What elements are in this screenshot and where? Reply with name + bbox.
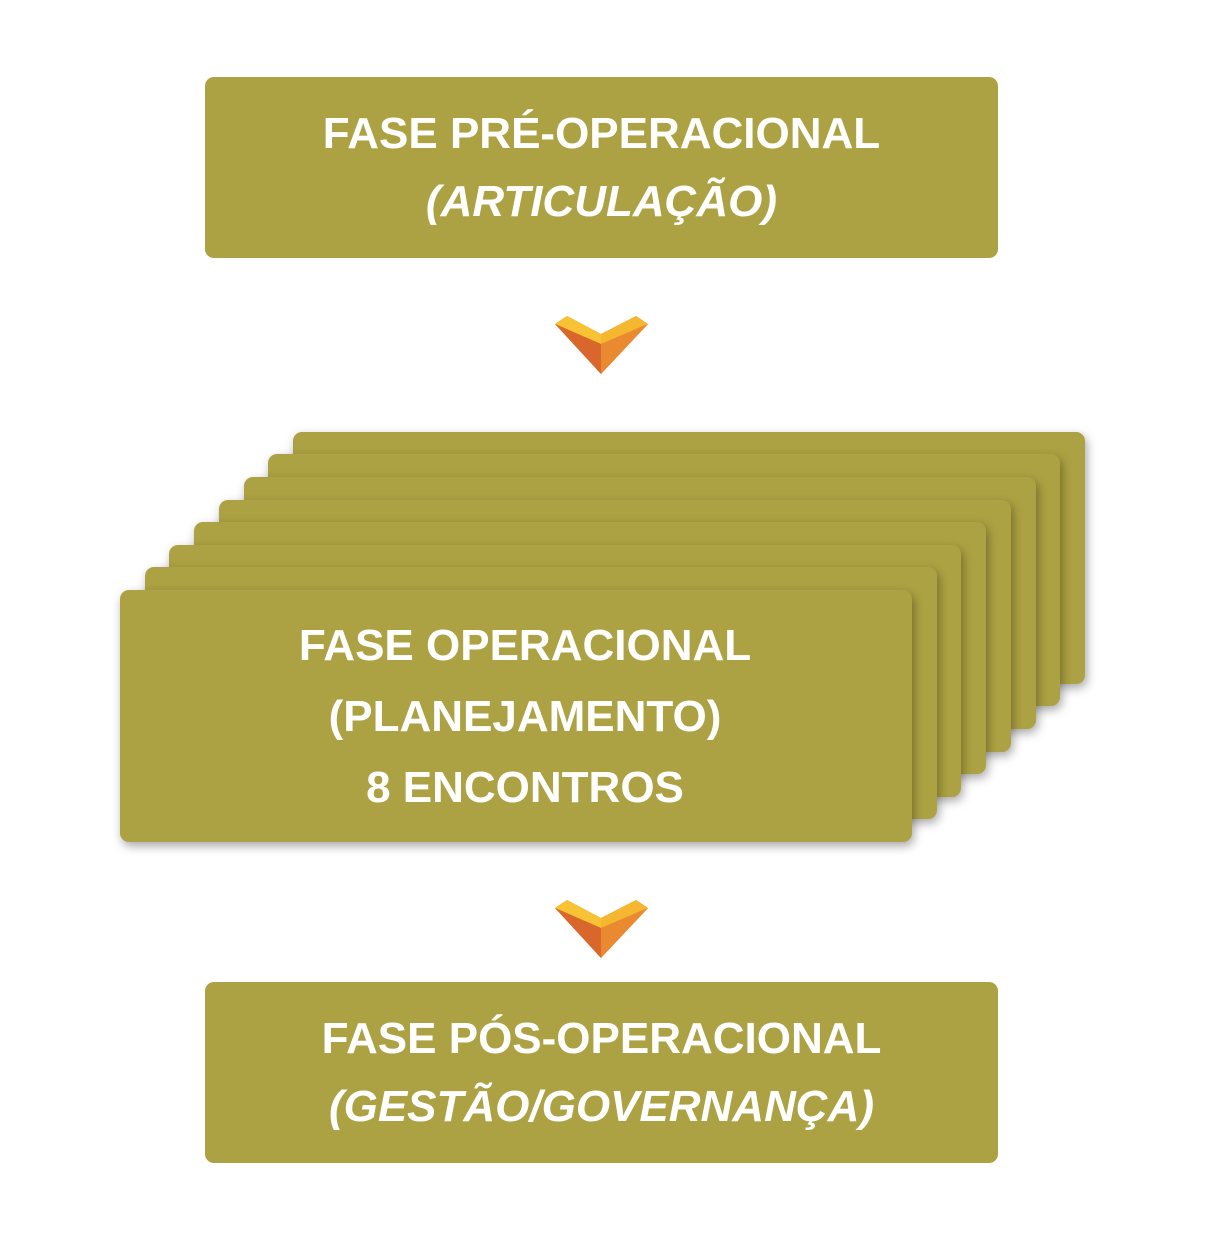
- phase-operational-card: FASE OPERACIONAL (PLANEJAMENTO) 8 ENCONTRO…: [120, 590, 912, 842]
- chevron-down-icon: [555, 900, 648, 958]
- phase-title: FASE OPERACIONAL: [298, 620, 752, 670]
- phase-subtitle: (GESTÃO/GOVERNANÇA): [328, 1081, 875, 1131]
- phase-pre-operational: FASE PRÉ-OPERACIONAL (ARTICULAÇÃO): [205, 77, 998, 258]
- phase-title: FASE PÓS-OPERACIONAL: [321, 1013, 882, 1063]
- phase-subtitle: (PLANEJAMENTO): [328, 691, 722, 741]
- phase-title: FASE PRÉ-OPERACIONAL: [322, 108, 881, 158]
- phase-post-operational: FASE PÓS-OPERACIONAL (GESTÃO/GOVERNANÇA): [205, 982, 998, 1163]
- phase-subtitle: (ARTICULAÇÃO): [425, 176, 778, 226]
- chevron-down-icon: [555, 316, 648, 374]
- phase-detail: 8 ENCONTROS: [366, 762, 684, 812]
